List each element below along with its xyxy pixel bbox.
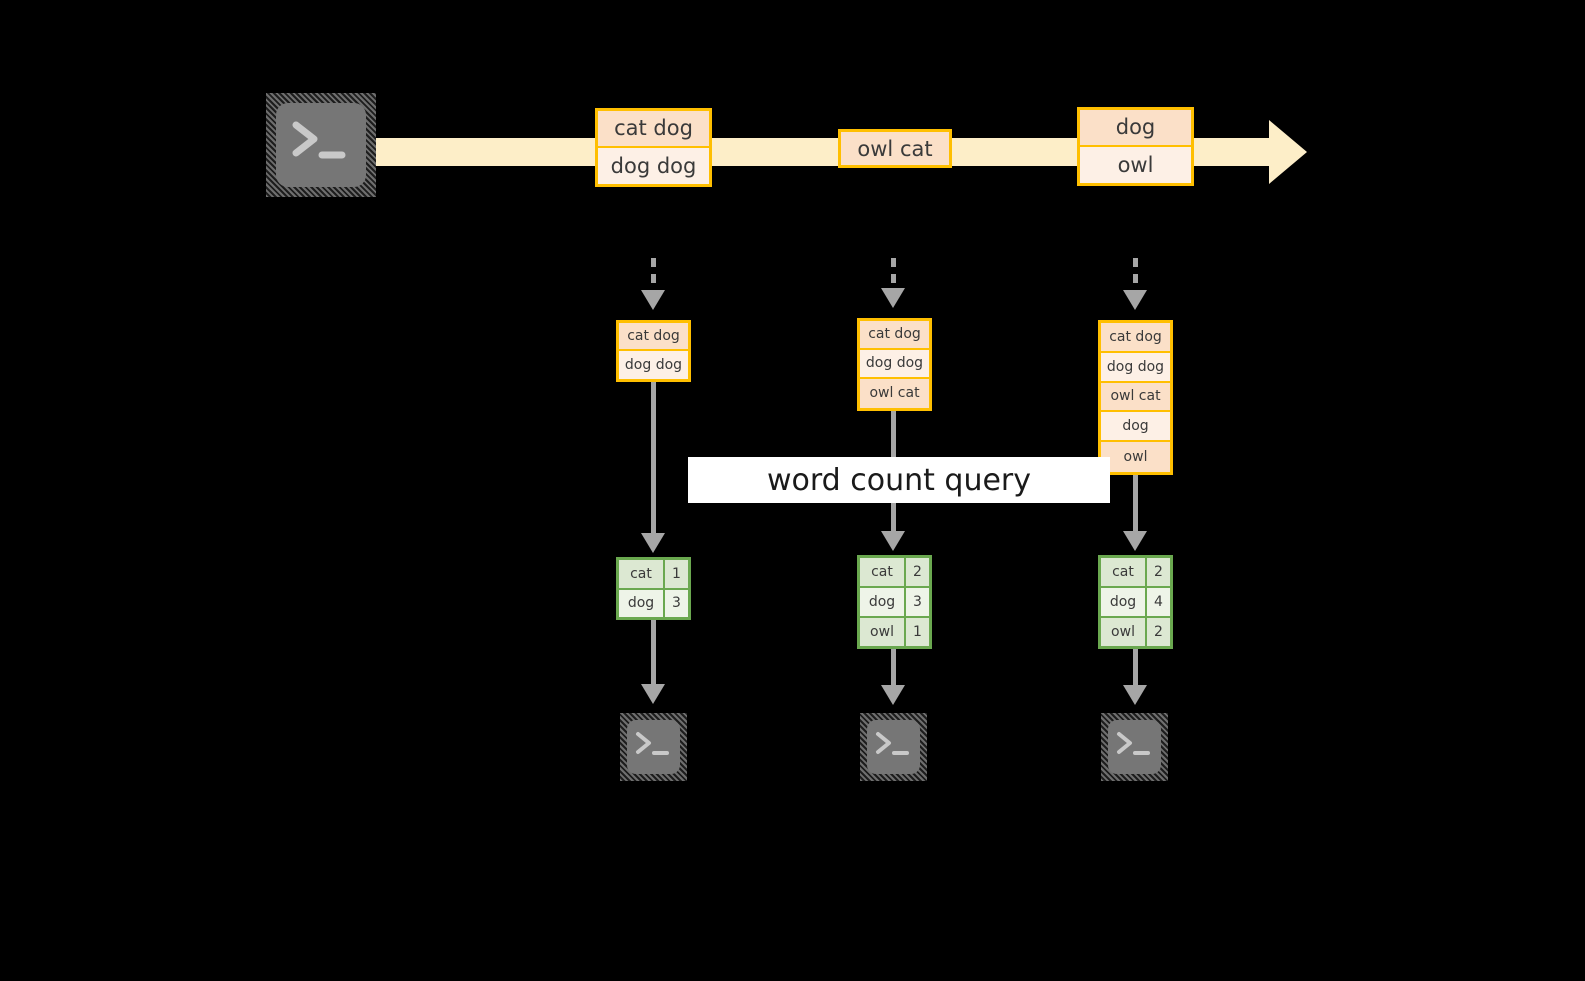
snapshot-2-accum-row-2: dog dog xyxy=(860,349,929,379)
snapshot-3-sink-line xyxy=(1133,649,1138,689)
stream-arrowhead xyxy=(1269,120,1307,184)
snapshot-3-accum-row-5: owl xyxy=(1101,442,1170,472)
snapshot-3-accumulated[interactable]: cat dog dog dog owl cat dog owl xyxy=(1098,320,1173,475)
snapshot-3-result-table[interactable]: cat 2 dog 4 owl 2 xyxy=(1098,555,1173,649)
snapshot-2-tap-line xyxy=(891,258,896,290)
result-word: cat xyxy=(619,560,665,588)
snapshot-1-tap-line xyxy=(651,258,656,292)
result-word: dog xyxy=(619,589,665,617)
result-word: cat xyxy=(1101,558,1147,586)
snapshot-1-tap-arrowhead xyxy=(641,290,665,310)
terminal-prompt-icon xyxy=(292,121,346,159)
result-count: 3 xyxy=(906,588,929,616)
snapshot-3-sink-arrowhead xyxy=(1123,685,1147,705)
stream-event-3-row-1: dog xyxy=(1080,110,1191,147)
snapshot-3-accum-row-3: owl cat xyxy=(1101,382,1170,413)
snapshot-3-query-line xyxy=(1133,475,1138,535)
snapshot-2-query-arrowhead xyxy=(881,531,905,551)
result-word: dog xyxy=(860,588,906,616)
result-word: owl xyxy=(860,618,906,646)
table-row: owl 1 xyxy=(860,618,929,646)
result-count: 1 xyxy=(906,618,929,646)
table-row: dog 3 xyxy=(860,588,929,618)
table-row: owl 2 xyxy=(1101,618,1170,646)
table-row: dog 4 xyxy=(1101,588,1170,618)
result-word: cat xyxy=(860,558,906,586)
snapshot-3-query-arrowhead xyxy=(1123,531,1147,551)
stream-event-1-row-1: cat dog xyxy=(598,111,709,148)
snapshot-2-result-table[interactable]: cat 2 dog 3 owl 1 xyxy=(857,555,932,649)
result-count: 1 xyxy=(665,560,688,588)
stream-event-3-row-2: owl xyxy=(1080,146,1191,183)
terminal-prompt-icon xyxy=(1117,732,1150,755)
snapshot-1-accum-row-1: cat dog xyxy=(619,323,688,351)
result-count: 4 xyxy=(1147,588,1170,616)
terminal-face xyxy=(627,720,680,774)
snapshot-2-sink-terminal-icon xyxy=(860,713,927,781)
snapshot-3-accum-row-4: dog xyxy=(1101,412,1170,443)
result-count: 2 xyxy=(906,558,929,586)
result-count: 3 xyxy=(665,589,688,617)
terminal-prompt-icon xyxy=(876,732,909,755)
snapshot-3-accum-row-1: cat dog xyxy=(1101,323,1170,353)
snapshot-2-accum-row-3: owl cat xyxy=(860,378,929,408)
terminal-face xyxy=(276,103,366,187)
snapshot-1-sink-arrowhead xyxy=(641,684,665,704)
table-row: cat 1 xyxy=(619,560,688,590)
snapshot-2-accumulated[interactable]: cat dog dog dog owl cat xyxy=(857,318,932,411)
table-row: dog 3 xyxy=(619,589,688,617)
result-word: dog xyxy=(1101,588,1147,616)
snapshot-3-sink-terminal-icon xyxy=(1101,713,1168,781)
source-terminal-icon xyxy=(266,93,376,197)
result-count: 2 xyxy=(1147,618,1170,646)
stream-event-1-row-2: dog dog xyxy=(598,147,709,184)
stream-event-2[interactable]: owl cat xyxy=(838,129,952,168)
terminal-face xyxy=(1108,720,1161,774)
snapshot-2-sink-line xyxy=(891,649,896,689)
snapshot-1-query-arrowhead xyxy=(641,533,665,553)
snapshot-1-accum-row-2: dog dog xyxy=(619,351,688,379)
stream-event-3[interactable]: dog owl xyxy=(1077,107,1194,186)
snapshot-1-accumulated[interactable]: cat dog dog dog xyxy=(616,320,691,382)
snapshot-3-accum-row-2: dog dog xyxy=(1101,352,1170,383)
snapshot-1-result-table[interactable]: cat 1 dog 3 xyxy=(616,557,691,620)
table-row: cat 2 xyxy=(860,558,929,588)
snapshot-2-accum-row-1: cat dog xyxy=(860,321,929,350)
snapshot-2-sink-arrowhead xyxy=(881,685,905,705)
stream-event-1[interactable]: cat dog dog dog xyxy=(595,108,712,187)
snapshot-1-sink-terminal-icon xyxy=(620,713,687,781)
snapshot-1-sink-line xyxy=(651,620,656,688)
terminal-prompt-icon xyxy=(636,732,669,755)
table-row: cat 2 xyxy=(1101,558,1170,588)
result-word: owl xyxy=(1101,618,1147,646)
result-count: 2 xyxy=(1147,558,1170,586)
snapshot-3-tap-arrowhead xyxy=(1123,290,1147,310)
snapshot-2-tap-arrowhead xyxy=(881,288,905,308)
word-count-query-banner: word count query xyxy=(688,457,1110,503)
snapshot-1-query-line xyxy=(651,382,656,537)
terminal-face xyxy=(867,720,920,774)
snapshot-3-tap-line xyxy=(1133,258,1138,292)
stream-event-2-row-1: owl cat xyxy=(841,132,949,165)
